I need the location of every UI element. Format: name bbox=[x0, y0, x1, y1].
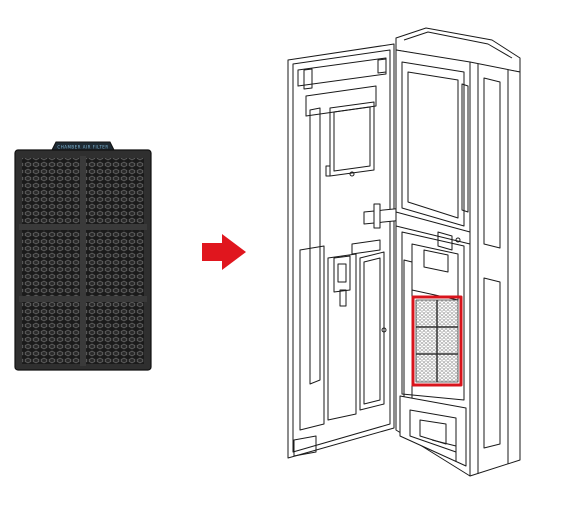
open-door-panel bbox=[287, 43, 405, 459]
filter-tag-label: CHAMBER AIR FILTER bbox=[57, 145, 108, 150]
air-filter: CHAMBER AIR FILTER bbox=[14, 141, 152, 371]
arrow-right-icon bbox=[202, 234, 246, 270]
indoor-unit bbox=[287, 27, 521, 477]
installed-filter bbox=[415, 299, 459, 383]
filter-location-highlight bbox=[411, 295, 463, 387]
unit-cabinet bbox=[395, 27, 521, 477]
